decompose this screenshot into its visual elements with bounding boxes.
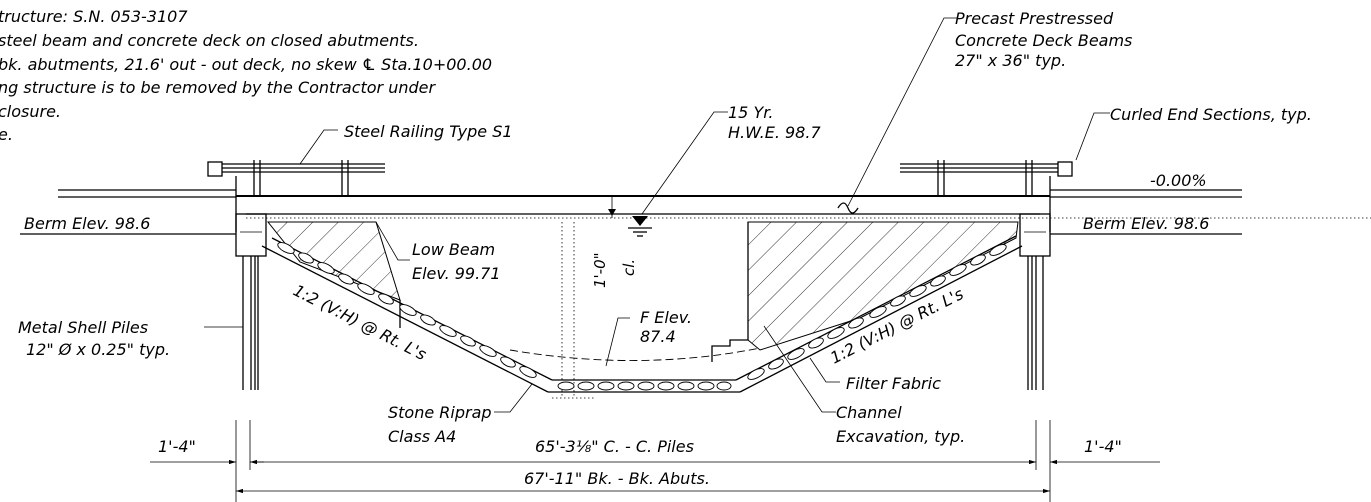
label-berm-left: Berm Elev. 98.6: [24, 214, 150, 233]
label-channel-2: Excavation, typ.: [836, 427, 965, 446]
label-filter-fabric: Filter Fabric: [846, 374, 941, 393]
steel-railing-right: [900, 160, 1073, 196]
leader-lines: [204, 17, 1110, 413]
note-line-5: closure.: [0, 102, 61, 121]
note-line-3: bk. abutments, 21.6' out - out deck, no …: [0, 55, 492, 74]
general-notes: tructure: S.N. 053-3107 steel beam and c…: [0, 7, 492, 144]
label-dim-left: 1'-4": [158, 437, 196, 456]
dimensions: [150, 420, 1160, 502]
label-riprap-1: Stone Riprap: [388, 403, 492, 422]
label-dim-right: 1'-4": [1084, 437, 1122, 456]
label-deck-beams-1: Precast Prestressed: [955, 9, 1114, 28]
label-fl-elev-1: F Elev.: [640, 308, 692, 327]
label-channel-1: Channel: [836, 403, 902, 422]
note-line-6: e.: [0, 125, 13, 144]
label-dim-piles: 65'-3⅛" C. - C. Piles: [535, 437, 694, 456]
stone-riprap: [277, 242, 1007, 391]
label-curled-end: Curled End Sections, typ.: [1110, 105, 1312, 124]
label-fl-elev-2: 87.4: [640, 327, 676, 346]
label-low-beam-2: Elev. 99.71: [412, 264, 501, 283]
note-line-2: steel beam and concrete deck on closed a…: [0, 31, 419, 50]
label-clearance: 1'-0": [591, 252, 609, 288]
steel-railing-left: [207, 160, 385, 196]
label-steel-railing: Steel Railing Type S1: [344, 122, 513, 141]
label-cl: cl.: [620, 259, 638, 276]
note-line-1: tructure: S.N. 053-3107: [0, 7, 188, 26]
label-deck-beams-2: Concrete Deck Beams: [955, 31, 1132, 50]
label-deck-beams-3: 27" x 36" typ.: [955, 51, 1066, 70]
label-berm-right: Berm Elev. 98.6: [1083, 214, 1209, 233]
label-hwe-2: H.W.E. 98.7: [728, 123, 821, 142]
label-dim-abuts: 67'-11" Bk. - Bk. Abuts.: [524, 469, 710, 488]
roadway-and-deck: [58, 189, 1371, 257]
label-grade: -0.00%: [1150, 171, 1207, 190]
label-piles-1: Metal Shell Piles: [18, 318, 148, 337]
label-hwe-1: 15 Yr.: [728, 103, 773, 122]
label-low-beam-1: Low Beam: [412, 240, 495, 259]
label-slope-left: 1:2 (V:H) @ Rt. L's: [290, 281, 429, 365]
label-riprap-2: Class A4: [388, 427, 456, 446]
high-water-elevation-symbol: [608, 196, 652, 237]
label-piles-2: 12" Ø x 0.25" typ.: [26, 340, 170, 359]
drawing-labels: Precast Prestressed Concrete Deck Beams …: [18, 9, 1312, 488]
note-line-4: ng structure is to be removed by the Con…: [0, 78, 437, 97]
metal-shell-piles: [242, 256, 1044, 390]
